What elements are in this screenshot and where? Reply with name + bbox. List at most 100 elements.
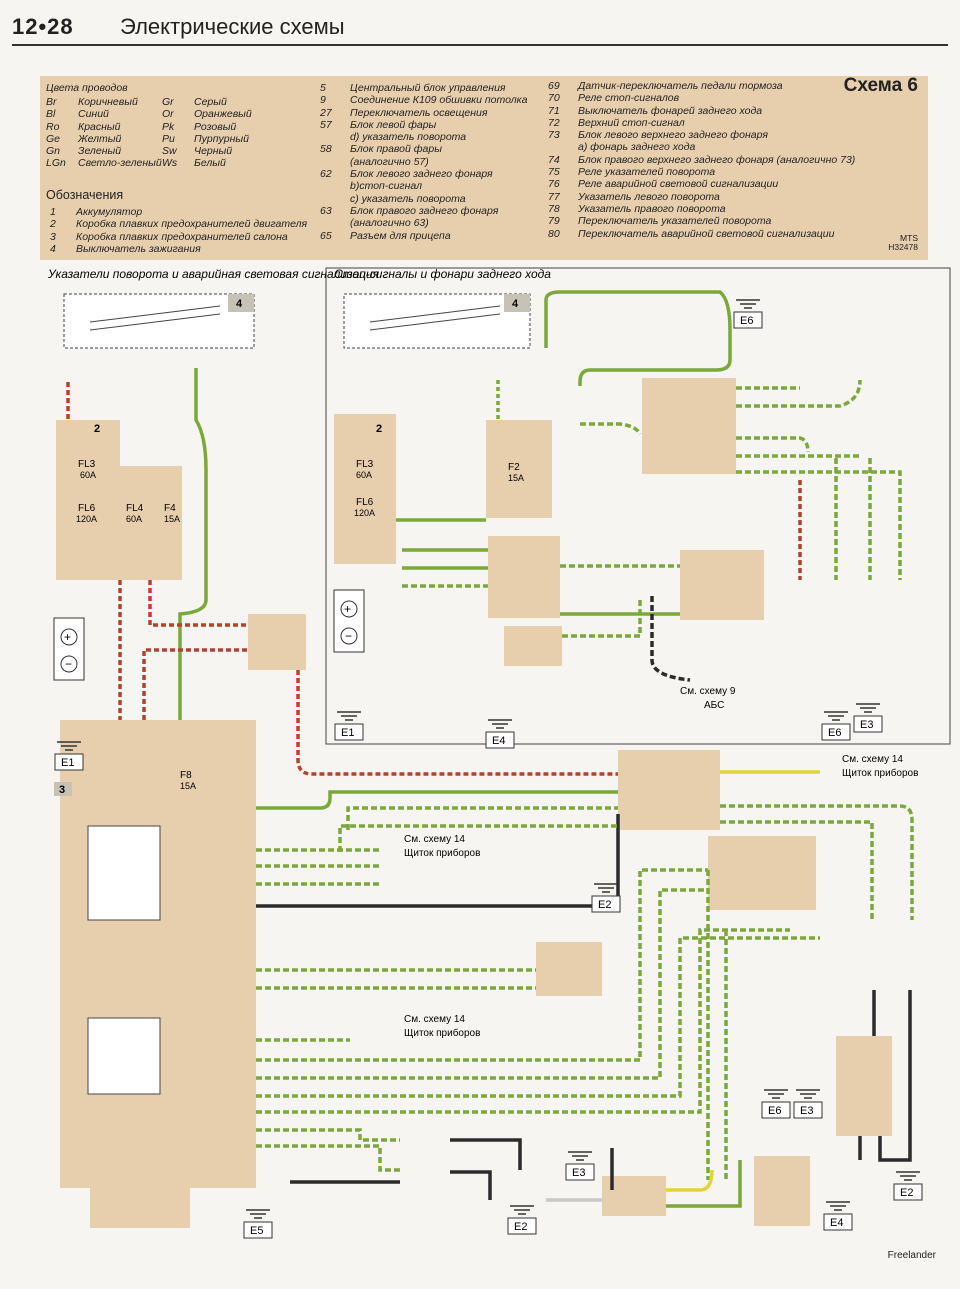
legend-code: Gr <box>162 96 174 108</box>
fuse-box-engine-left <box>56 420 182 580</box>
legend-text: Черный <box>194 145 233 158</box>
turn-switch-79 <box>536 942 602 996</box>
legend-code: 72 <box>548 116 560 129</box>
svg-text:3: 3 <box>59 784 65 796</box>
page-title: Электрические схемы <box>120 14 345 39</box>
legend-code: Bl <box>46 108 56 121</box>
legend-text: Оранжевый <box>194 108 252 121</box>
fuse-fl3-right-rating: 60A <box>356 470 372 480</box>
legend-code: 80 <box>548 227 560 240</box>
header-rule <box>12 44 948 46</box>
legend-code: 76 <box>548 178 560 191</box>
colors-right-row: Pk Розовый <box>162 121 252 133</box>
ground-label: E1 <box>341 727 354 739</box>
legend-code: 9 <box>320 94 326 107</box>
hazard-switch-80 <box>618 750 720 830</box>
ground-label: E3 <box>800 1105 813 1117</box>
legend-text: Красный <box>78 120 121 133</box>
hazard-relay-76 <box>87 1017 161 1095</box>
scheme-title: Схема 6 <box>843 75 918 96</box>
svg-text:−: − <box>345 629 352 643</box>
ref-dash-a-line1: См. схему 14 <box>842 754 903 765</box>
legend-code: 73 <box>548 129 560 142</box>
ref-dash-b-line1: См. схему 14 <box>404 834 465 845</box>
legend-text: Переключатель аварийной световой сигнали… <box>578 227 835 240</box>
fuse-fl3-left-rating: 60A <box>80 470 96 480</box>
footer-model: Freelander <box>887 1250 936 1261</box>
legend-code: 69 <box>548 80 560 92</box>
legend-text: Розовый <box>194 120 237 133</box>
notes-list-row: 1 Аккумулятор <box>50 206 307 218</box>
legend-text: Реле стоп-сигналов <box>578 92 680 105</box>
legend-text: Выключатель зажигания <box>76 242 201 255</box>
central-control-unit-5 <box>90 1172 190 1228</box>
svg-text:+: + <box>344 602 351 616</box>
legend-text: а) фонарь заднего хода <box>578 141 696 154</box>
colors-left-row: Gn Зеленый <box>46 145 162 157</box>
legend-code: Gn <box>46 145 61 158</box>
ground-label: E5 <box>250 1225 263 1237</box>
fuse-f2-id: F2 <box>508 462 520 473</box>
ground-label: E1 <box>61 757 74 769</box>
legend-text: Верхний стоп-сигнал <box>578 116 685 129</box>
ref-dash-a-line2: Щиток приборов <box>842 767 918 779</box>
connector-287-left <box>248 614 306 670</box>
legend-text: Блок правого заднего фонаря <box>350 204 499 217</box>
ground-E6: E6 <box>733 299 763 329</box>
legend-text: b)стоп-сигнал <box>350 180 423 193</box>
mts-label: MTS <box>900 233 918 243</box>
legend-text: Зеленый <box>78 145 122 158</box>
legend-text: Блок правой фары <box>350 143 442 156</box>
legend-code: 1 <box>50 206 56 218</box>
ground-label: E4 <box>492 735 505 747</box>
ground-label: E3 <box>860 719 873 731</box>
legend-text: Указатель левого поворота <box>578 190 720 203</box>
legend-text: (аналогично 57) <box>350 155 429 168</box>
ignition-switch-right: 4 <box>343 293 531 349</box>
legend-text: Блок левой фары <box>350 118 437 131</box>
legend-text: Пурпурный <box>194 132 249 145</box>
drawing-code: H32478 <box>888 242 918 252</box>
legend-text: c) указатель поворота <box>350 192 466 205</box>
legend-code: Pk <box>162 120 175 133</box>
ground-label: E4 <box>830 1217 843 1229</box>
legend-text: Реле указателей поворота <box>578 166 716 179</box>
ground-label: E6 <box>740 315 753 327</box>
fuse-f8-rating: 15A <box>180 781 196 791</box>
legend-text: Аккумулятор <box>76 206 143 218</box>
fuse-fl6-left-rating: 120A <box>76 514 97 524</box>
legend-code: 62 <box>320 168 332 181</box>
ground-E3: E3 <box>793 1089 823 1119</box>
fuse-box-interior <box>60 720 256 1188</box>
comp-right-row: а) фонарь заднего хода <box>548 141 855 153</box>
connector-286-285 <box>708 836 816 910</box>
fuse-fl6-left-id: FL6 <box>78 503 96 514</box>
legend-code: 2 <box>50 218 56 231</box>
comp-mid-row: 63 Блок правого заднего фонаря <box>320 205 527 217</box>
svg-text:+: + <box>64 630 71 644</box>
legend-code: Ro <box>46 120 60 133</box>
svg-text:−: − <box>65 657 72 671</box>
legend-text: Блок правого верхнего заднего фонаря (ан… <box>578 153 856 166</box>
legend-code: 63 <box>320 204 332 217</box>
tag-3 <box>54 782 72 796</box>
legend-code: Sw <box>162 145 177 158</box>
